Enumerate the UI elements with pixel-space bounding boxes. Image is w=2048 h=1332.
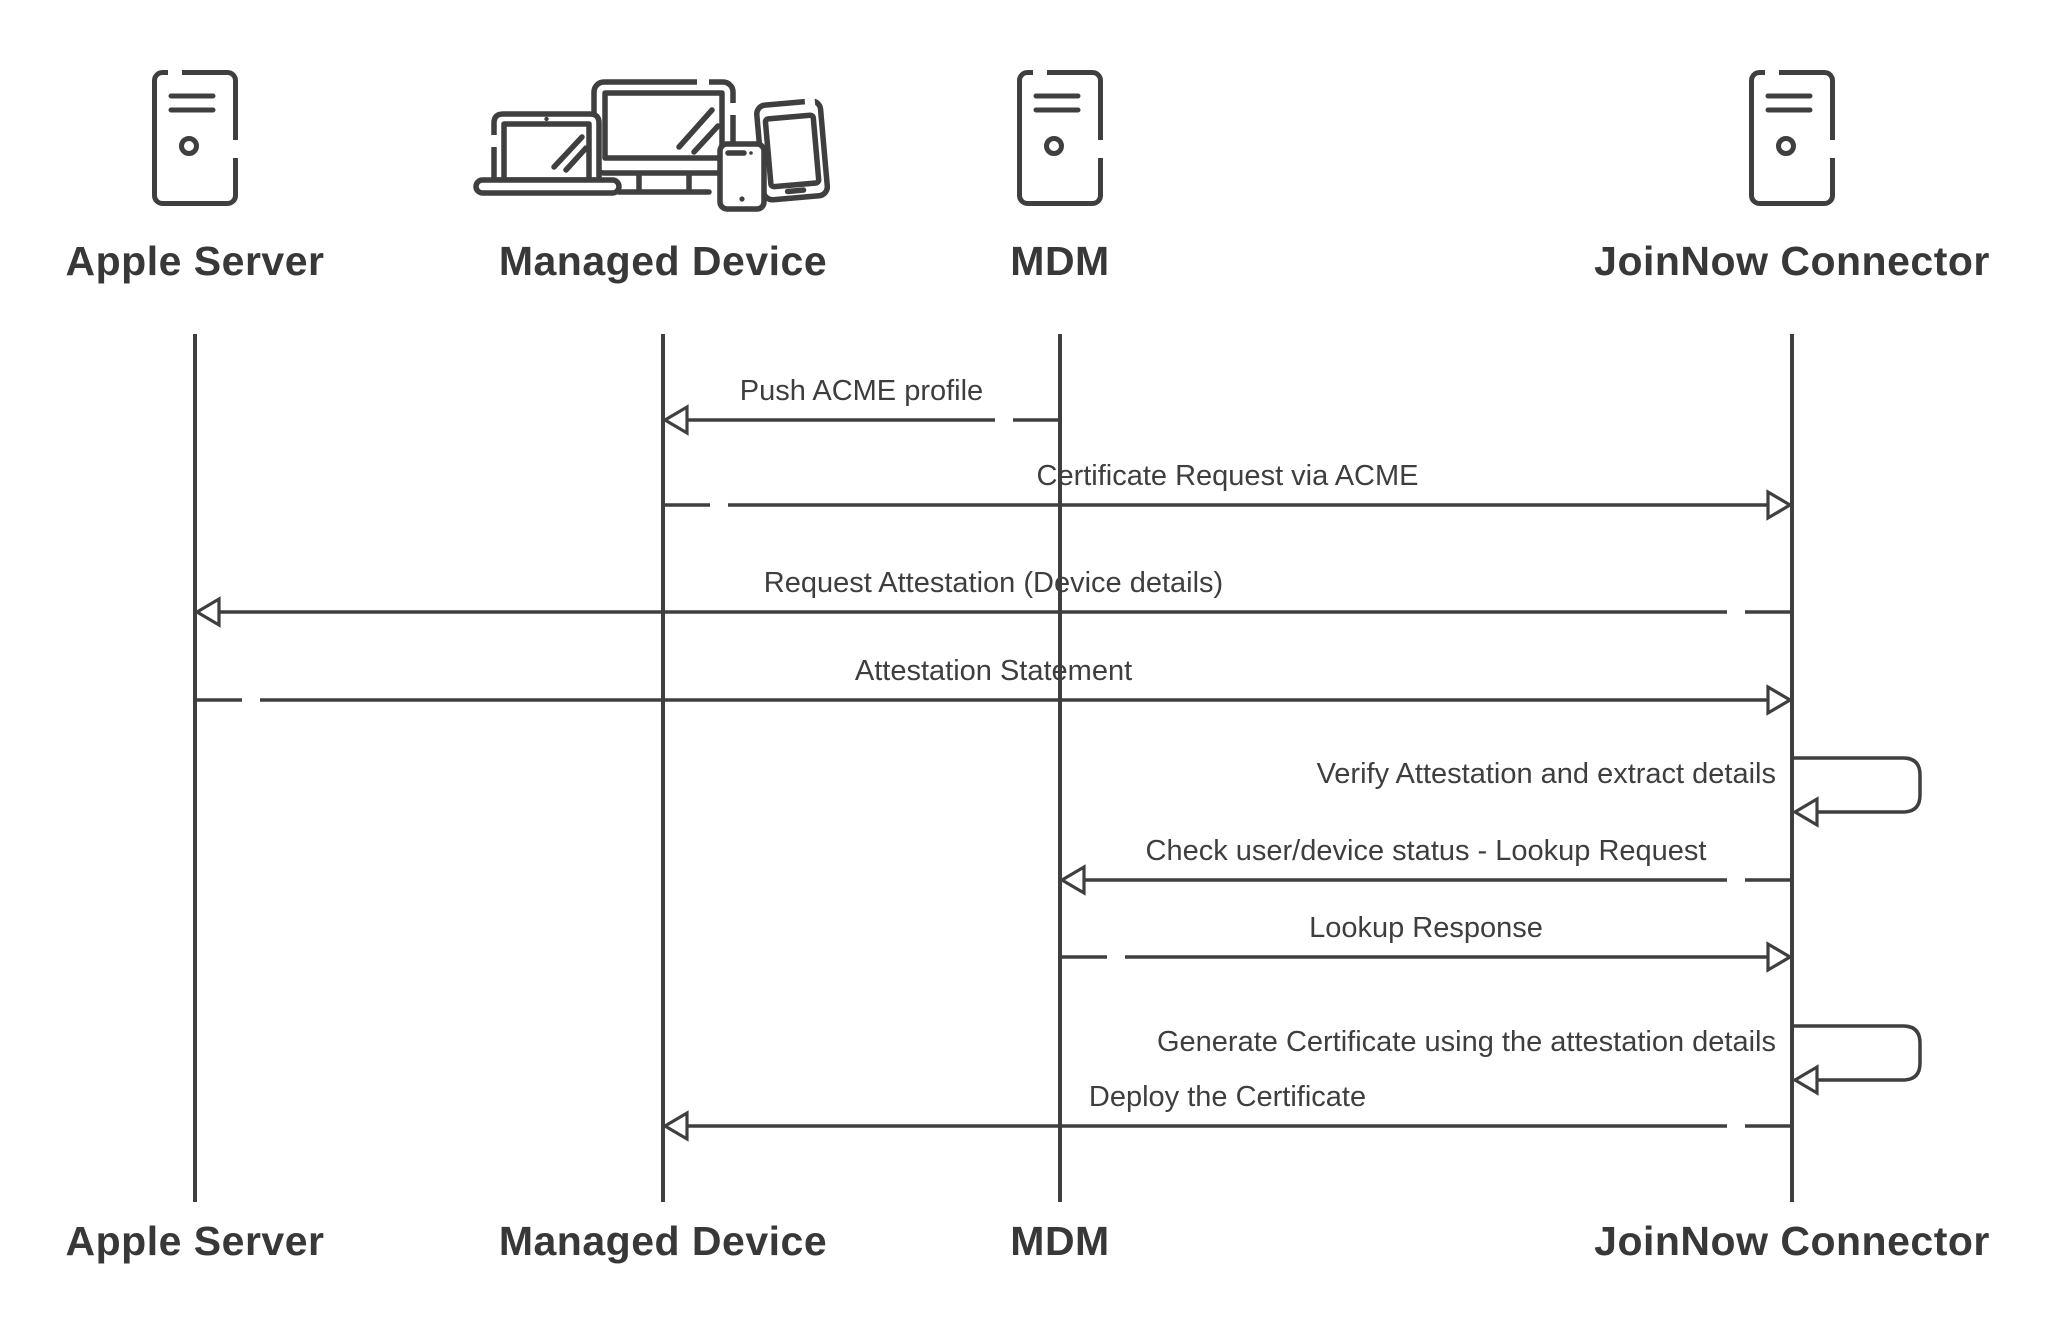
self-message-loop bbox=[1792, 756, 1922, 814]
server-icon bbox=[1017, 67, 1106, 206]
message-label: Lookup Response bbox=[1309, 912, 1543, 944]
actor-label-top-apple-server: Apple Server bbox=[65, 238, 325, 284]
arrowhead-icon bbox=[1058, 864, 1086, 896]
message-label: Deploy the Certificate bbox=[1088, 1081, 1367, 1113]
arrowhead-icon bbox=[1766, 489, 1794, 521]
actor-label-bottom-managed-device: Managed Device bbox=[498, 1218, 828, 1264]
server-icon bbox=[1749, 67, 1838, 206]
actor-label-top-mdm: MDM bbox=[1010, 238, 1110, 284]
message-label: Certificate Request via ACME bbox=[1036, 460, 1419, 492]
actor-label-bottom-mdm: MDM bbox=[1010, 1218, 1110, 1264]
arrowhead-icon bbox=[1791, 1064, 1819, 1096]
message-label: Request Attestation (Device details) bbox=[763, 567, 1224, 599]
arrowhead-icon bbox=[1791, 796, 1819, 828]
self-message-label: Verify Attestation and extract details bbox=[1316, 758, 1776, 790]
actor-label-top-managed-device: Managed Device bbox=[498, 238, 828, 284]
actor-label-bottom-joinnow-connector: JoinNow Connector bbox=[1594, 1218, 1990, 1264]
message-label: Attestation Statement bbox=[854, 655, 1133, 687]
message-label: Push ACME profile bbox=[739, 375, 984, 407]
arrowhead-icon bbox=[193, 596, 221, 628]
arrowhead-icon bbox=[1766, 941, 1794, 973]
message-label: Check user/device status - Lookup Reques… bbox=[1145, 835, 1707, 867]
actor-label-bottom-apple-server: Apple Server bbox=[65, 1218, 325, 1264]
arrowhead-icon bbox=[661, 1110, 689, 1142]
self-message-label: Generate Certificate using the attestati… bbox=[1156, 1026, 1776, 1058]
self-message-loop bbox=[1792, 1024, 1922, 1082]
devices-icon bbox=[473, 77, 831, 212]
arrowhead-icon bbox=[1766, 684, 1794, 716]
arrowhead-icon bbox=[661, 404, 689, 436]
actor-label-top-joinnow-connector: JoinNow Connector bbox=[1594, 238, 1990, 284]
server-icon bbox=[152, 67, 241, 206]
